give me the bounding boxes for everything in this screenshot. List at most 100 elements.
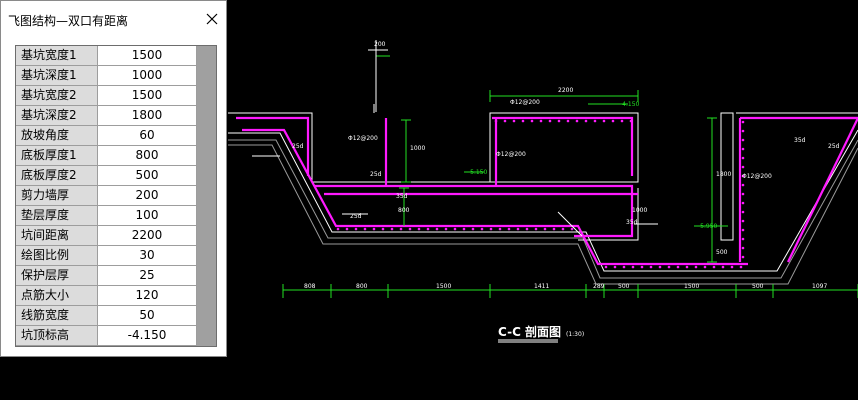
param-value-cell[interactable]: 50 — [98, 306, 197, 326]
param-value-cell[interactable]: 1500 — [98, 46, 197, 66]
dim-2200: 2200 — [558, 87, 573, 94]
rebar-dot — [604, 265, 608, 269]
rebar-dot — [372, 227, 376, 231]
rebar-dots — [336, 119, 745, 269]
rebar-dot — [498, 227, 502, 231]
param-value-cell[interactable]: 800 — [98, 146, 197, 166]
rebar-dot — [566, 119, 570, 123]
close-button[interactable] — [204, 11, 220, 27]
rebar-dot — [548, 119, 552, 123]
rebar-dot — [741, 120, 745, 124]
param-label: 底板厚度1 — [16, 146, 98, 166]
rebar-dot — [741, 147, 745, 151]
rebar-dot — [557, 119, 561, 123]
rebar-dot — [453, 227, 457, 231]
elev-2: -5.150 — [468, 169, 488, 176]
mark-35d-c: 35d — [396, 193, 408, 200]
vdim-1000: 1000 — [410, 145, 425, 152]
rebar-3: Φ12@200 — [496, 151, 526, 158]
rebar-dot — [530, 119, 534, 123]
param-value-cell[interactable]: -4.150 — [98, 326, 197, 346]
rebar-dot — [703, 265, 707, 269]
rebar-dot — [721, 265, 725, 269]
param-value-cell[interactable]: 1000 — [98, 66, 197, 86]
rebar-dot — [381, 227, 385, 231]
rebar-dot — [462, 227, 466, 231]
rebar-dot — [667, 265, 671, 269]
rebar-dot — [494, 119, 498, 123]
rebar-4: Φ12@200 — [742, 173, 772, 180]
rebar-dot — [363, 227, 367, 231]
rebar-dot — [516, 227, 520, 231]
leader-lines — [252, 40, 658, 237]
elev-3: -5.950 — [698, 223, 718, 230]
param-value-cell[interactable]: 1500 — [98, 86, 197, 106]
param-label: 剪力墙厚 — [16, 186, 98, 206]
cad-canvas[interactable]: 200 2200 -4.150 -5.150 -5.950 Φ12@200 Φ1… — [228, 0, 858, 400]
rebar-dot — [631, 265, 635, 269]
rebar-dot — [399, 227, 403, 231]
rebar-dot — [712, 265, 716, 269]
rebar-dot — [354, 227, 358, 231]
rebar-dot — [561, 227, 565, 231]
rebar-dot — [512, 119, 516, 123]
rebar-dot — [534, 227, 538, 231]
rebar-dot — [584, 119, 588, 123]
rebar-dot — [489, 227, 493, 231]
vdim-500: 500 — [716, 249, 728, 256]
param-label: 基坑宽度2 — [16, 86, 98, 106]
rebar-dot — [649, 265, 653, 269]
mark-25d-c: 25d — [350, 213, 362, 220]
param-value-cell[interactable]: 120 — [98, 286, 197, 306]
param-value-cell[interactable]: 30 — [98, 246, 197, 266]
param-value-cell[interactable]: 2200 — [98, 226, 197, 246]
rebar-dot — [525, 227, 529, 231]
rebar-dot — [539, 119, 543, 123]
rebar-dot — [622, 265, 626, 269]
rebar-dot — [741, 129, 745, 133]
bottom-dim-label: 1411 — [534, 283, 549, 290]
rebar-dot — [640, 265, 644, 269]
rebar-dot — [676, 265, 680, 269]
param-value-cell[interactable]: 25 — [98, 266, 197, 286]
rebar-dot — [741, 192, 745, 196]
rebar-dot — [730, 265, 734, 269]
dialog-title: 飞图结构—双口有距离 — [8, 14, 129, 28]
param-label: 垫层厚度 — [16, 206, 98, 226]
vdim-1000b: 1000 — [632, 207, 647, 214]
rebar-dot — [336, 227, 340, 231]
rebar-dot — [435, 227, 439, 231]
mark-25d-b: 25d — [370, 171, 382, 178]
mark-35d-a: 35d — [794, 137, 806, 144]
param-label: 点筋大小 — [16, 286, 98, 306]
param-value-cell[interactable]: 200 — [98, 186, 197, 206]
param-label: 底板厚度2 — [16, 166, 98, 186]
drawing-title: C-C 剖面图 — [498, 324, 561, 339]
concrete-outline — [228, 104, 858, 272]
param-row: 坑顶标高-4.150 — [16, 326, 197, 346]
rebar-dot — [613, 265, 617, 269]
rebar-dot — [507, 227, 511, 231]
rebar-dot — [741, 156, 745, 160]
param-value-cell[interactable]: 100 — [98, 206, 197, 226]
rebar-dot — [741, 228, 745, 232]
rebar-dot — [521, 119, 525, 123]
bottom-dim-label: 500 — [618, 283, 630, 290]
rebar-dot — [741, 165, 745, 169]
param-value-cell[interactable]: 1800 — [98, 106, 197, 126]
dialog-titlebar[interactable]: 飞图结构—双口有距离 — [1, 1, 226, 37]
param-value-cell[interactable]: 60 — [98, 126, 197, 146]
cushion-outline — [228, 139, 858, 285]
param-value-cell[interactable]: 500 — [98, 166, 197, 186]
rebar-dot — [741, 138, 745, 142]
